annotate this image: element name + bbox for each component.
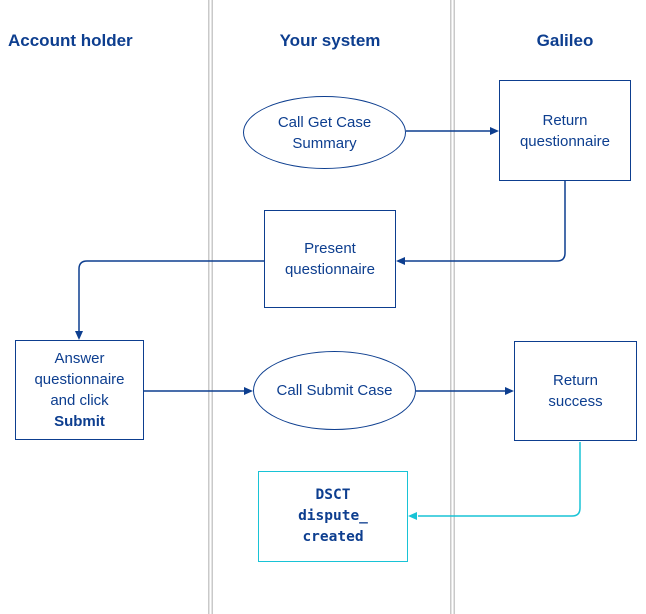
node-label-line: dispute_ [298, 508, 368, 524]
node-label-line-bold: DSCT [315, 487, 351, 503]
arrow-return-success-to-dsct-event [408, 442, 581, 520]
lane-header-your-system: Your system [279, 31, 381, 50]
node-return-questionnaire: Return questionnaire [499, 80, 631, 181]
node-label-line: Present [304, 240, 356, 257]
node-call-get-case-summary: Call Get Case Summary [243, 96, 406, 169]
node-label-line: Summary [292, 134, 357, 152]
node-label-line: questionnaire [34, 371, 125, 388]
node-label-line: created [302, 529, 364, 545]
lane-header-galileo: Galileo [536, 31, 594, 50]
node-return-success: Return success [514, 341, 637, 441]
node-label-line: questionnaire [519, 132, 611, 150]
node-label-line: Return [552, 372, 599, 389]
lane-divider-left [208, 0, 213, 614]
node-call-submit-case: Call Submit Case [253, 351, 416, 430]
arrow-call-get-case-to-return-questionnaire [406, 127, 499, 135]
arrow-answer-questionnaire-to-call-submit-case [144, 387, 253, 395]
node-label-line: Call Submit Case [276, 382, 393, 399]
arrow-present-questionnaire-to-answer-questionnaire [75, 260, 264, 340]
node-answer-questionnaire: Answer questionnaire and click Submit [15, 340, 144, 440]
node-label-line: and click [50, 392, 109, 409]
node-dsct-event: DSCT dispute_ created [258, 471, 408, 562]
node-label-line: Answer [54, 350, 105, 367]
lane-header-account-holder: Account holder [8, 31, 133, 50]
arrow-call-submit-case-to-return-success [416, 387, 514, 395]
node-label-line: Call Get Case [277, 113, 372, 131]
node-label-line: success [548, 393, 603, 410]
node-label-line: questionnaire [284, 261, 376, 278]
arrow-return-questionnaire-to-present-questionnaire [396, 181, 566, 265]
node-present-questionnaire: Present questionnaire [264, 210, 396, 308]
lane-divider-right [450, 0, 455, 614]
node-label-line-bold: Submit [54, 413, 105, 430]
node-label-line: Return [542, 111, 588, 129]
